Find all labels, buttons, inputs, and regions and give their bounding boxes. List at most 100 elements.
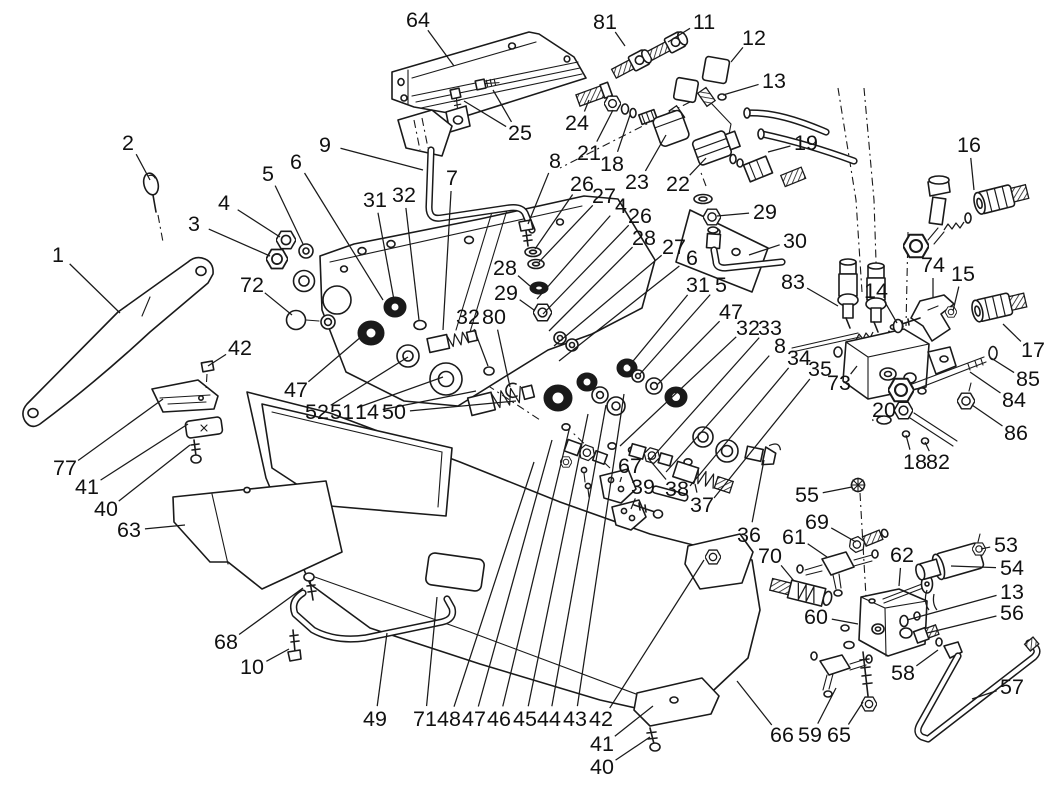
callout-27-29: 27 <box>662 235 686 259</box>
leader-55-69 <box>822 486 853 494</box>
leader-24-6 <box>583 99 590 112</box>
leader-40-86 <box>118 444 191 502</box>
callout-51-39: 51 <box>330 400 354 424</box>
callout-29-34: 29 <box>494 281 518 305</box>
callout-25-1: 25 <box>508 121 532 145</box>
callout-46-94: 46 <box>487 707 511 731</box>
leader-47-37 <box>307 335 363 383</box>
leader-82-52 <box>924 441 930 452</box>
leader-32-57 <box>619 336 737 447</box>
callout-6-30: 6 <box>686 246 698 270</box>
callout-5-55: 5 <box>715 273 727 297</box>
callout-54-75: 54 <box>1000 556 1024 580</box>
leader-23-9 <box>644 134 667 172</box>
leader-8-59 <box>665 355 770 473</box>
callout-27-25: 27 <box>592 184 616 208</box>
part-1-lift-arm <box>22 256 214 428</box>
leader-13-5 <box>722 83 759 96</box>
callout-21-7: 21 <box>577 141 601 165</box>
leader-32-62 <box>473 328 489 367</box>
leader-35-61 <box>713 378 811 499</box>
part-63-side-plate <box>172 480 343 590</box>
leader-64-0 <box>427 29 455 67</box>
callout-86-49: 86 <box>1004 421 1028 445</box>
leader-36-68 <box>751 459 765 523</box>
part-20-fitting <box>876 401 958 447</box>
callout-26-24: 26 <box>570 172 594 196</box>
part-84-bolt <box>888 345 998 410</box>
leader-86-49 <box>971 404 1003 427</box>
part-14-oring <box>892 318 904 334</box>
callout-17-46: 17 <box>1021 338 1045 362</box>
leader-47-93 <box>477 439 553 707</box>
callout-19-11: 19 <box>794 131 818 155</box>
callout-23-9: 23 <box>625 170 649 194</box>
screw-25a <box>474 78 500 91</box>
leader-81-2 <box>614 31 626 47</box>
part-69-nipple <box>846 528 889 555</box>
callout-13-5: 13 <box>762 69 786 93</box>
callout-4-17: 4 <box>218 191 230 215</box>
leader-26-27 <box>542 224 630 315</box>
callout-85-47: 85 <box>1016 367 1040 391</box>
callout-31-20: 31 <box>363 188 387 212</box>
part-74-bracket <box>889 294 957 342</box>
leader-57-78 <box>971 690 997 700</box>
leader-38-66 <box>647 457 667 480</box>
callout-8-59: 8 <box>774 334 786 358</box>
part-2-pin <box>142 172 164 243</box>
callout-84-48: 84 <box>1002 388 1026 412</box>
leader-19-11 <box>767 145 791 153</box>
callout-49-90: 49 <box>363 707 387 731</box>
leader-34-60 <box>689 367 790 487</box>
callout-18-51: 18 <box>903 450 927 474</box>
callout-11-3: 11 <box>693 10 715 34</box>
leader-61-71 <box>807 543 828 558</box>
leader-6-30 <box>558 265 680 362</box>
part-3-nut <box>266 248 288 270</box>
leader-10-89 <box>266 648 290 662</box>
callout-42-98: 42 <box>589 707 613 731</box>
callout-56-77: 56 <box>1000 601 1024 625</box>
callout-29-31: 29 <box>753 200 777 224</box>
leader-62-73 <box>898 567 902 587</box>
leader-33-58 <box>649 337 760 461</box>
leader-7-22 <box>442 190 452 331</box>
part-61-tee <box>796 549 879 597</box>
part-13-oring <box>899 614 909 628</box>
callout-6-19: 6 <box>290 150 302 174</box>
leader-22-10 <box>689 157 707 176</box>
callout-81-2: 81 <box>593 10 617 34</box>
callout-16-12: 16 <box>957 133 981 157</box>
callout-26-27: 26 <box>628 204 652 228</box>
callout-41-85: 41 <box>75 475 99 499</box>
leader-14-40 <box>382 390 477 411</box>
callout-65-81: 65 <box>827 723 851 747</box>
callout-37-67: 37 <box>690 493 714 517</box>
leader-42-36 <box>207 353 227 367</box>
callout-18-8: 18 <box>600 152 624 176</box>
part-15-nut <box>945 306 957 318</box>
callout-47-37: 47 <box>284 378 308 402</box>
leader-27-29 <box>553 254 663 347</box>
callout-32-57: 32 <box>736 316 760 340</box>
leader-6-19 <box>304 172 384 301</box>
leader-11-3 <box>667 27 691 43</box>
part-81-bolt <box>609 46 655 82</box>
drawing <box>22 28 1039 752</box>
callout-34-60: 34 <box>787 346 811 370</box>
bracket-flap <box>397 109 453 157</box>
callout-82-52: 82 <box>926 450 950 474</box>
part-77-anchor <box>151 360 224 464</box>
leader-41-99 <box>614 705 654 737</box>
part-59-tee <box>810 651 873 698</box>
callout-66-83: 66 <box>770 723 794 747</box>
leader-48-92 <box>453 461 535 707</box>
callout-67-64: 67 <box>618 454 642 478</box>
callout-48-92: 48 <box>437 707 461 731</box>
callout-38-66: 38 <box>665 477 689 501</box>
leader-25-1 <box>492 89 513 123</box>
leader-2-13 <box>135 153 151 181</box>
part-42-bracket <box>684 533 754 590</box>
